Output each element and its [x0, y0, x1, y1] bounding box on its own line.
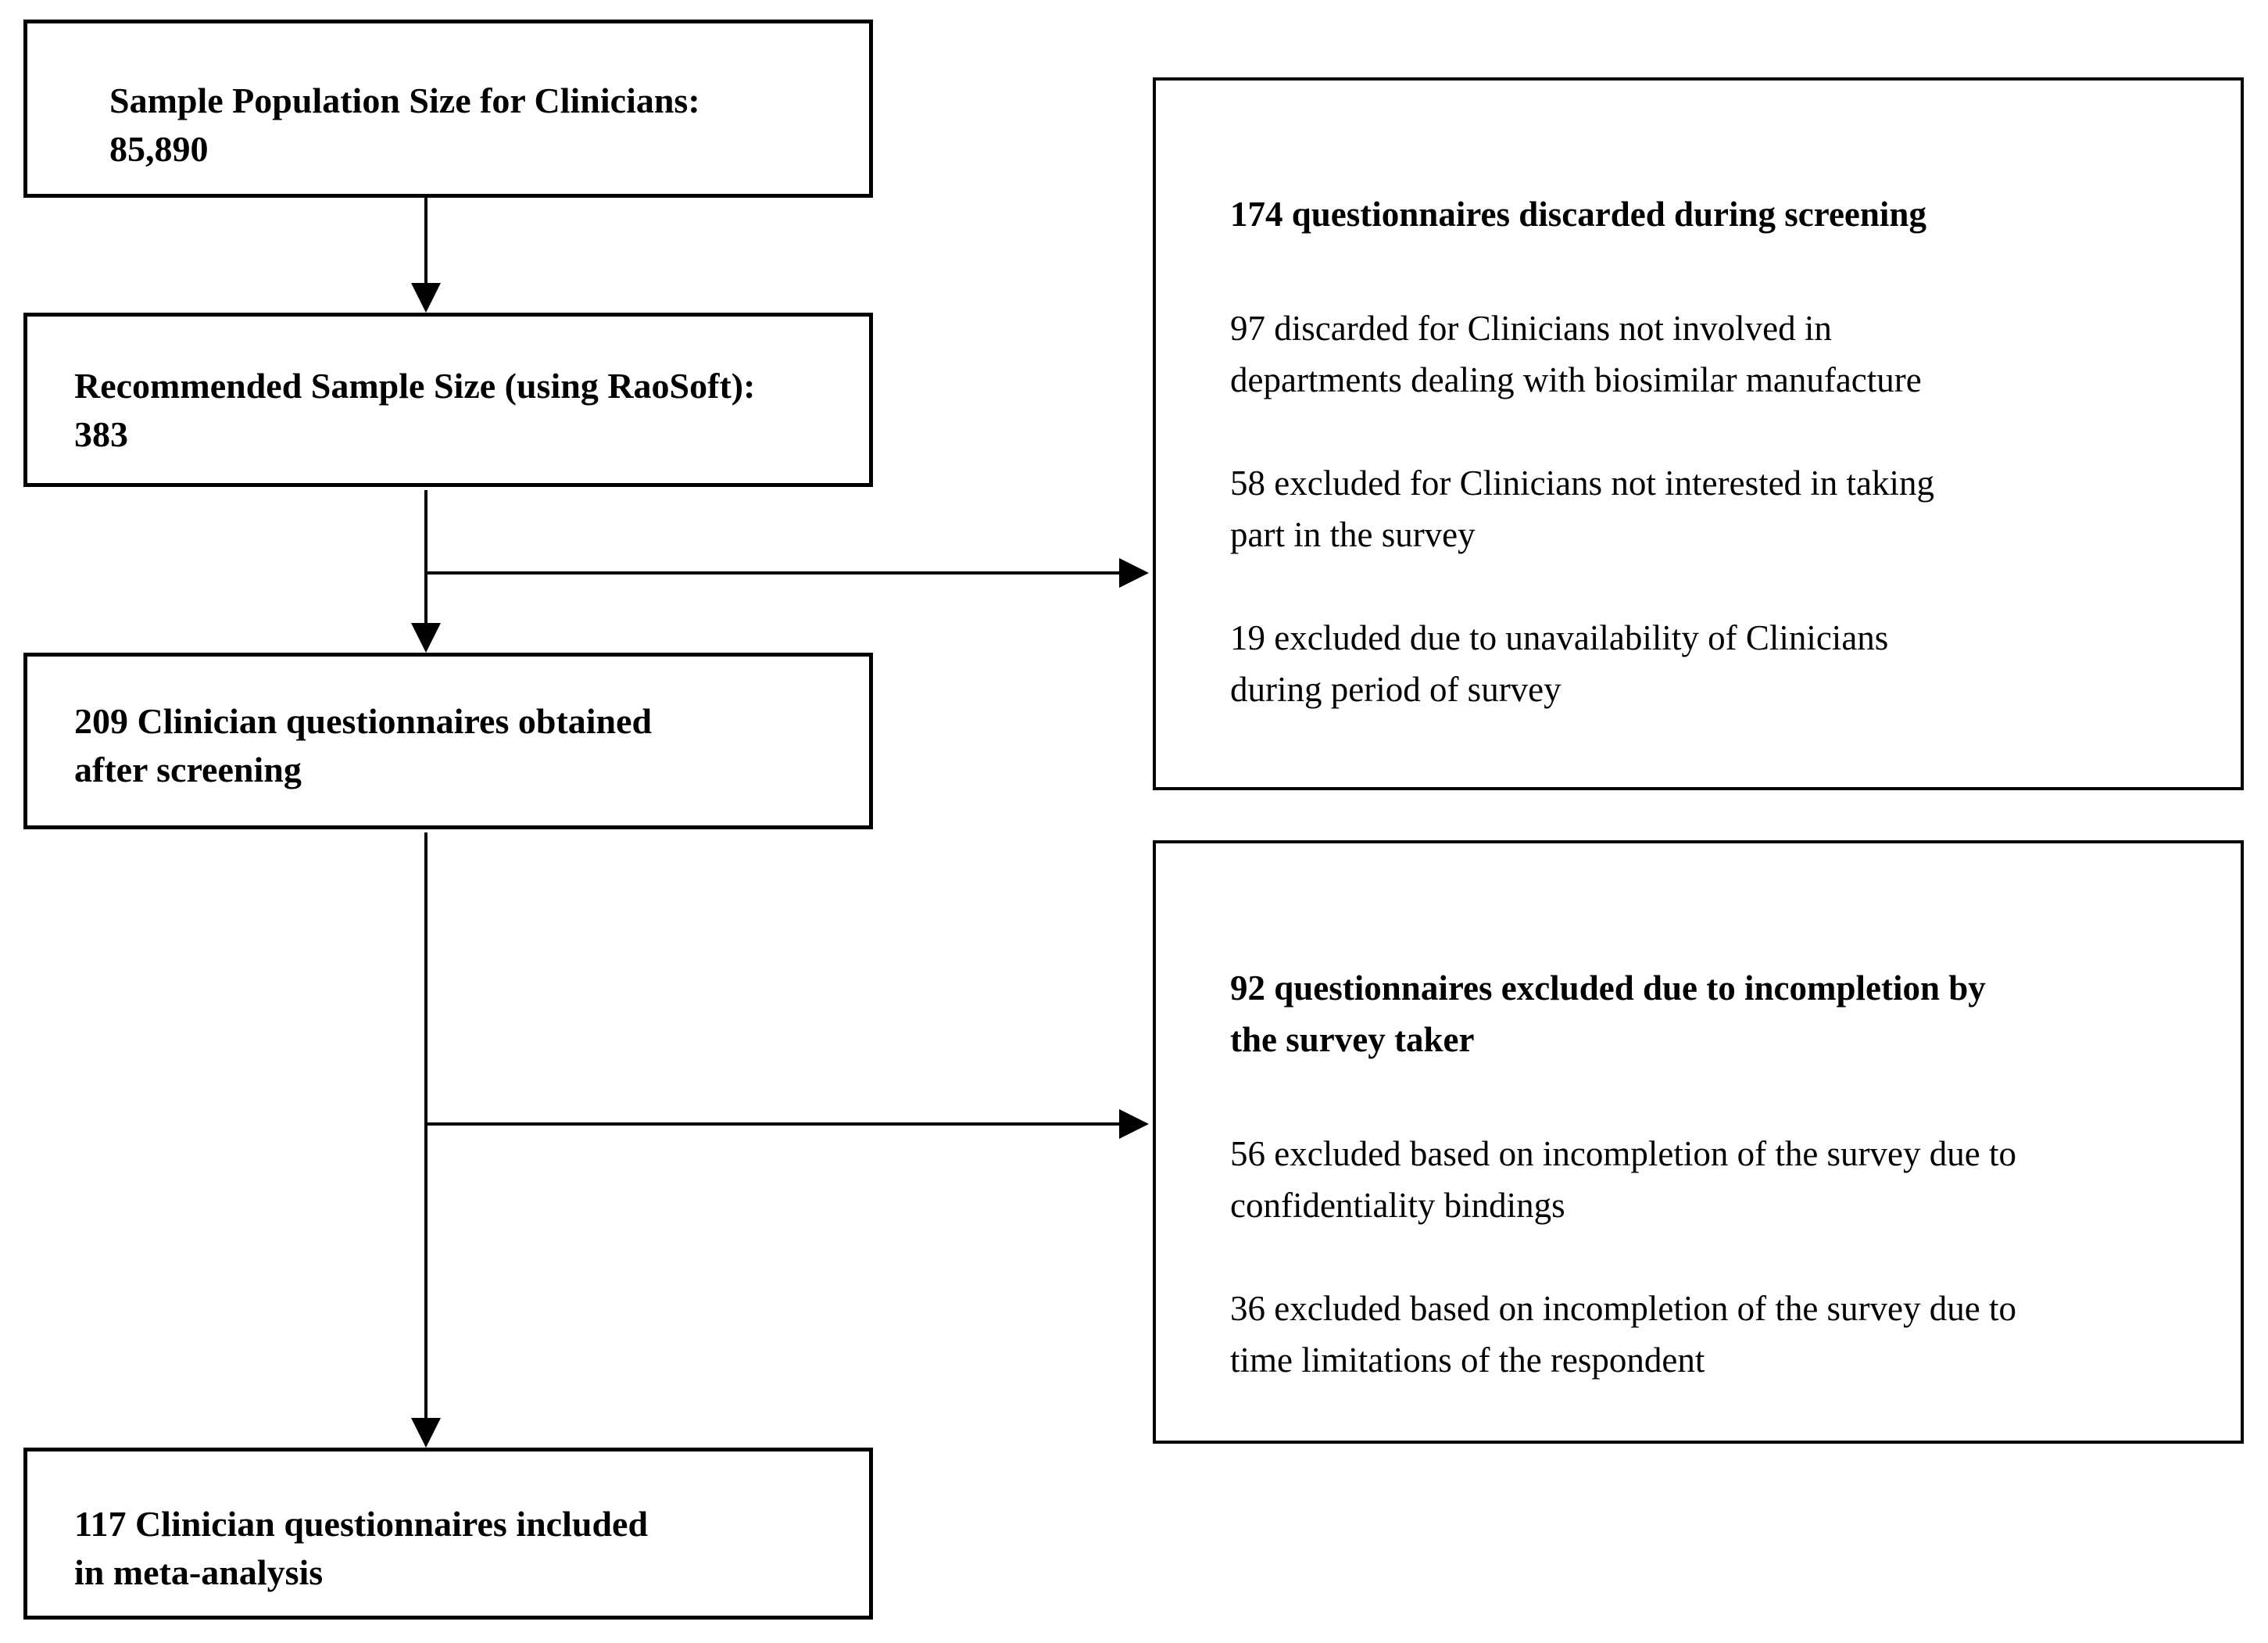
arrowhead-right-excluded-icon — [1119, 1109, 1149, 1139]
excluded-incompletion-item-1: 56 excluded based on incompletion of the… — [1230, 1134, 2016, 1225]
arrowhead-right-discarded-icon — [1119, 558, 1149, 588]
flow-box-recommended-sample-label: Recommended Sample Size (using RaoSoft):… — [74, 366, 756, 454]
flow-box-obtained-after-screening: 209 Clinician questionnaires obtained af… — [23, 653, 873, 829]
arrowhead-down-included-icon — [411, 1418, 441, 1448]
flow-box-obtained-after-screening-label: 209 Clinician questionnaires obtained af… — [74, 701, 653, 789]
discarded-screening-heading: 174 questionnaires discarded during scre… — [1230, 195, 1926, 234]
flow-box-sample-population-label: Sample Population Size for Clinicians: 8… — [109, 81, 700, 169]
connector-line-obtained-to-included — [424, 832, 427, 1419]
flow-box-sample-population: Sample Population Size for Clinicians: 8… — [23, 20, 873, 198]
side-box-discarded-screening: 174 questionnaires discarded during scre… — [1153, 77, 2244, 790]
arrowhead-down-recommended-icon — [411, 283, 441, 313]
connector-line-recommended-to-obtained — [424, 490, 427, 625]
flow-box-included-meta-analysis-label: 117 Clinician questionnaires included in… — [74, 1504, 649, 1592]
flow-box-recommended-sample: Recommended Sample Size (using RaoSoft):… — [23, 313, 873, 487]
side-box-excluded-incompletion: 92 questionnaires excluded due to incomp… — [1153, 840, 2244, 1444]
discarded-screening-item-2: 58 excluded for Clinicians not intereste… — [1230, 464, 1935, 554]
connector-line-branch-discarded — [424, 571, 1120, 575]
discarded-screening-item-3: 19 excluded due to unavailability of Cli… — [1230, 618, 1889, 709]
connector-line-sample-to-recommended — [424, 198, 427, 285]
connector-line-branch-excluded — [424, 1122, 1120, 1126]
excluded-incompletion-heading: 92 questionnaires excluded due to incomp… — [1230, 968, 1986, 1059]
arrowhead-down-obtained-icon — [411, 623, 441, 653]
flow-box-included-meta-analysis: 117 Clinician questionnaires included in… — [23, 1448, 873, 1620]
excluded-incompletion-item-2: 36 excluded based on incompletion of the… — [1230, 1289, 2016, 1380]
discarded-screening-item-1: 97 discarded for Clinicians not involved… — [1230, 309, 1922, 399]
